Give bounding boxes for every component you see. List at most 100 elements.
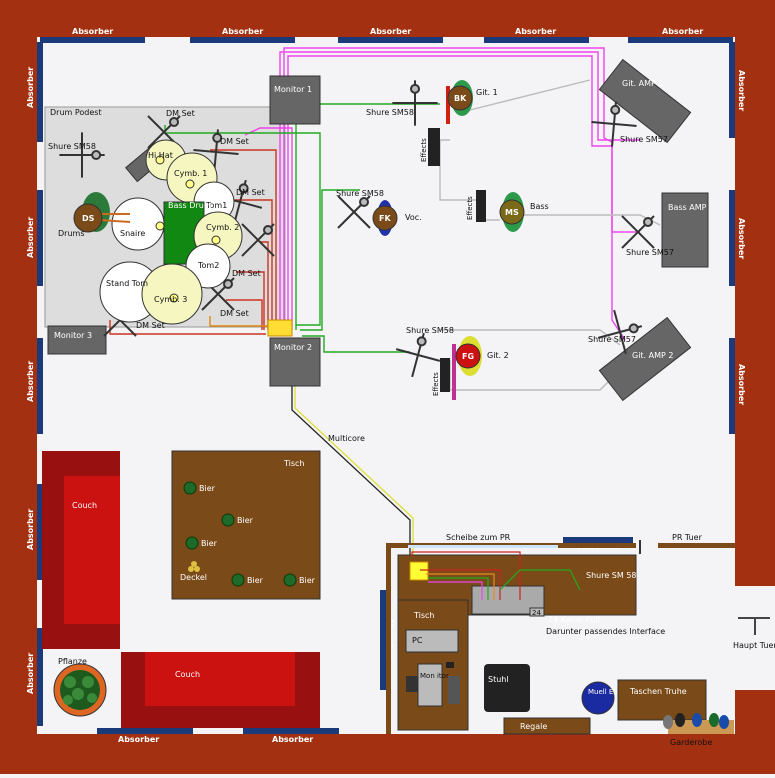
absorber-panel: [563, 537, 633, 543]
absorber-panel: [243, 728, 339, 734]
coat: [692, 713, 702, 727]
absorber-label: Absorber: [72, 27, 113, 36]
beer-glass-shape: [283, 573, 297, 587]
mouse: [446, 662, 454, 668]
absorber-label: Absorber: [118, 735, 159, 744]
guitar: [446, 86, 450, 124]
musician-head: [372, 205, 398, 231]
pr-desk-label: Tisch: [413, 611, 435, 620]
pc: [405, 629, 459, 653]
cymbal-3-dot: [169, 293, 179, 303]
mic-head: [212, 132, 223, 143]
tom-1-label: Tom1: [205, 201, 227, 210]
cable-red: [236, 271, 265, 330]
absorber-panel: [729, 42, 735, 138]
bass-amp-label: Bass AMP: [668, 203, 707, 212]
mic-stand: [597, 309, 643, 355]
cable-grey: [469, 79, 591, 111]
pr-room: Scheibe zum PR PR Tuer Tisch PC Mon itor…: [386, 533, 735, 747]
leaf: [72, 688, 84, 700]
beer-glass: Bier: [231, 573, 264, 587]
monitor-2: [269, 337, 321, 387]
git-amp-2-label: Git. AMP 2: [632, 351, 673, 360]
absorber-label: Absorber: [222, 27, 263, 36]
guitar: [452, 344, 456, 400]
chair-label: Stuhl: [488, 675, 509, 684]
cable-grey: [520, 214, 661, 226]
pr-window-label: Scheibe zum PR: [446, 533, 511, 542]
absorber-label: Absorber: [272, 735, 313, 744]
cable-red: [260, 241, 269, 330]
mic-stand: [337, 195, 371, 229]
mic-head: [628, 323, 639, 334]
mic-stand: [591, 101, 637, 147]
mic-head: [238, 183, 249, 194]
cable-grey: [440, 329, 621, 346]
multicore-label: Multicore: [328, 434, 365, 443]
dm-set-label: DM Set: [236, 188, 265, 197]
musician-role: Bass: [530, 202, 549, 211]
absorber-label: Absorber: [26, 217, 35, 258]
couch-bottom-seat: [145, 652, 295, 706]
musician-bk: BK Git. 1: [446, 80, 498, 124]
leaf: [63, 695, 73, 705]
couch-bottom-label: Couch: [175, 670, 200, 679]
mic-label-bass-amp: Shure SM57: [626, 248, 674, 257]
musician-role: Git. 2: [487, 351, 509, 360]
mic-stand: [241, 223, 275, 257]
musician-head: [499, 199, 525, 225]
mic-head: [610, 104, 621, 115]
mic-label-vocals: Shure SM58: [336, 189, 384, 198]
leaf: [82, 676, 94, 688]
cable-pink: [287, 55, 626, 341]
mic-head: [359, 197, 369, 207]
drummer-initials: DS: [82, 214, 95, 223]
bag-chest-label: Taschen Truhe: [629, 687, 687, 696]
cable-green: [302, 335, 410, 353]
absorbers: [37, 37, 735, 734]
cable-green: [300, 189, 360, 331]
musician-ms: MS Bass: [499, 192, 549, 232]
dm-set-label: DM Set: [220, 137, 249, 146]
absorber-label: Absorber: [737, 218, 746, 259]
absorber-panel: [37, 484, 43, 580]
absorber-panel: [628, 37, 733, 43]
main-door-opening: [735, 586, 775, 690]
absorber-panel: [37, 190, 43, 286]
table: [171, 450, 321, 600]
pr-room-wall: [386, 543, 391, 734]
couch-left-label: Couch: [72, 501, 97, 510]
effects-git2: [440, 358, 450, 392]
absorber-label: Absorber: [662, 27, 703, 36]
pr-monitor: [417, 663, 443, 707]
absorber-panel: [338, 37, 443, 43]
mic-head: [91, 150, 102, 160]
pr-window: [408, 545, 558, 548]
git-amp-2: Git. AMP 2: [598, 316, 692, 402]
effects-git1-label: Effects: [420, 138, 428, 162]
mic-head: [263, 225, 273, 235]
beer-label: Bier: [247, 576, 264, 585]
coat: [719, 715, 729, 729]
keyboard: [448, 676, 460, 704]
console-tag: 24: [532, 609, 541, 617]
musician-initials: FK: [379, 214, 391, 223]
pr-mic-label: Shure SM 58: [586, 571, 637, 580]
effects-bass-label: Effects: [466, 196, 474, 220]
bass-drum-label: Bass Drum: [168, 201, 212, 210]
musician-role: Voc.: [405, 213, 422, 222]
mic-head: [223, 279, 233, 289]
drummer-role: Drums: [58, 229, 84, 238]
absorber-panel: [729, 190, 735, 286]
git-amp-1-label: Git. AMP 1: [622, 79, 663, 88]
hihat-dot: [155, 155, 165, 165]
musician-initials: BK: [454, 94, 467, 103]
beer-label: Bier: [299, 576, 316, 585]
beer-label: Bier: [237, 516, 254, 525]
plant-label: Pflanze: [58, 657, 87, 666]
absorber-panel: [37, 42, 43, 142]
pr-monitor-label: Mon itor: [420, 672, 449, 680]
beer-label: Bier: [199, 484, 216, 493]
